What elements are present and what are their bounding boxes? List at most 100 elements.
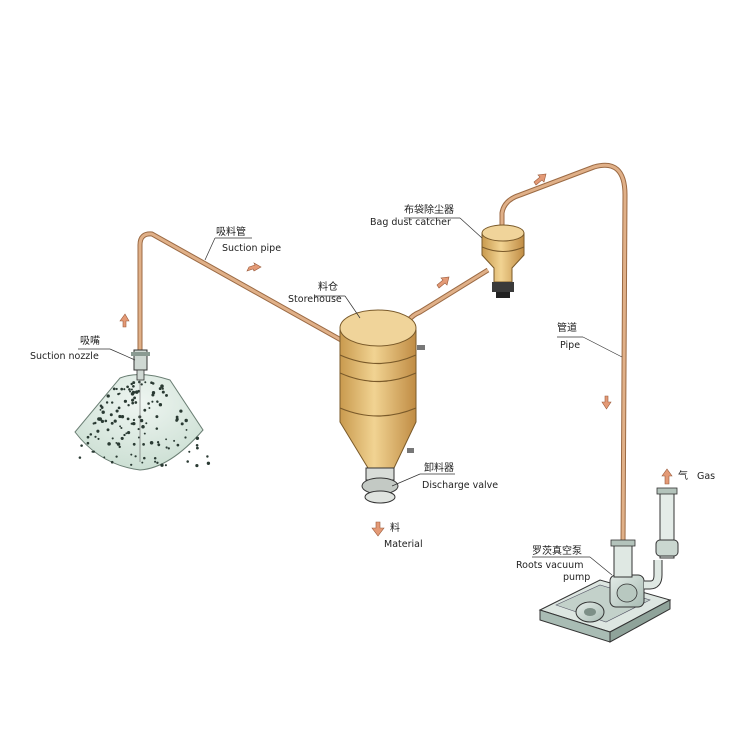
pile-speck xyxy=(188,450,191,453)
pile-speck xyxy=(160,463,164,467)
storehouse-label-cn: 料仓 xyxy=(318,280,338,293)
pile-speck xyxy=(130,453,133,456)
arrow-up-right-icon xyxy=(436,276,450,289)
pile-speck xyxy=(175,415,179,419)
pile-speck xyxy=(164,464,167,467)
pile-speck xyxy=(78,456,82,459)
pile-speck xyxy=(151,391,156,395)
pile-speck xyxy=(195,464,199,468)
pile-speck xyxy=(111,401,114,404)
pile-speck xyxy=(111,437,114,440)
pile-speck xyxy=(148,407,151,409)
pile-speck xyxy=(131,399,134,402)
pile-speck xyxy=(156,441,160,444)
roots-pump-label-cn: 罗茨真空泵 xyxy=(532,544,582,557)
discharge-valve-label-cn: 卸料器 xyxy=(424,461,454,474)
arrow-down-icon xyxy=(601,395,612,410)
suction-nozzle-label-en: Suction nozzle xyxy=(30,351,99,362)
pile-speck xyxy=(118,414,122,419)
pile-speck xyxy=(92,450,96,453)
pile-speck xyxy=(120,436,124,440)
labels: 吸嘴 Suction nozzle 吸料管 Suction pipe 料仓 St… xyxy=(30,203,715,583)
flow-arrows xyxy=(119,173,673,537)
leader-lines xyxy=(78,217,623,576)
pile-speck xyxy=(139,418,144,423)
pile-speck xyxy=(134,455,137,458)
pile-speck xyxy=(134,401,138,404)
roots-pump-label-en-2: pump xyxy=(563,572,590,583)
pile-speck xyxy=(158,403,163,407)
storehouse-vessel xyxy=(339,309,425,469)
roots-vacuum-pump xyxy=(538,487,679,643)
pile-speck xyxy=(123,388,126,391)
pile-speck xyxy=(156,400,159,403)
pile-speck xyxy=(145,422,148,425)
pile-speck xyxy=(96,429,100,433)
bag-dust-catcher-label-cn: 布袋除尘器 xyxy=(404,203,454,216)
pile-speck xyxy=(100,419,105,424)
pile-speck xyxy=(165,446,168,449)
pile-speck xyxy=(132,381,136,385)
pile-speck xyxy=(86,441,90,445)
suction-pipe-label-cn: 吸料管 xyxy=(216,225,246,238)
pile-speck xyxy=(115,455,118,458)
pile-speck xyxy=(115,409,119,413)
pile-speck xyxy=(132,422,136,426)
pile-speck xyxy=(128,388,131,391)
pile-speck xyxy=(157,443,161,447)
arrow-up-icon xyxy=(661,468,673,485)
pile-speck xyxy=(89,433,93,436)
pile-speck xyxy=(140,383,143,386)
pile-speck xyxy=(206,461,211,465)
pile-speck xyxy=(103,456,106,459)
pile-speck xyxy=(180,422,184,426)
suction-nozzle-label-cn: 吸嘴 xyxy=(80,335,100,347)
material-label-cn: 料 xyxy=(390,521,400,534)
pile-speck xyxy=(125,432,128,435)
pile-speck xyxy=(127,404,130,407)
pile-speck xyxy=(147,402,150,405)
pile-speck xyxy=(130,388,133,391)
pile-speck xyxy=(137,436,140,439)
pile-speck xyxy=(110,421,114,425)
pile-speck xyxy=(119,425,122,428)
gas-label-cn: 气 xyxy=(678,469,688,482)
suction-pipe-line xyxy=(137,231,353,358)
pile-speck xyxy=(123,433,126,437)
pile-speck xyxy=(141,461,144,464)
pile-speck xyxy=(130,422,133,425)
suction-pipe-label-en: Suction pipe xyxy=(222,243,281,254)
discharge-valve xyxy=(361,467,399,504)
pile-speck xyxy=(112,387,116,391)
arrow-down-icon xyxy=(371,521,385,537)
pile-speck xyxy=(149,441,154,445)
pile-speck xyxy=(116,442,121,446)
pile-speck xyxy=(151,400,154,403)
pile-speck xyxy=(115,387,118,391)
pile-speck xyxy=(132,384,135,388)
pile-speck xyxy=(106,428,110,432)
pile-speck xyxy=(155,427,159,430)
pipe-label-cn: 管道 xyxy=(557,321,577,334)
pile-speck xyxy=(130,463,133,466)
pile-speck xyxy=(120,387,124,391)
pile-speck xyxy=(120,426,123,430)
arrow-up-icon xyxy=(119,313,130,328)
pile-speck xyxy=(97,417,101,421)
pile-speck xyxy=(195,444,199,447)
pile-speck xyxy=(161,387,164,390)
pile-speck xyxy=(109,413,113,417)
pile-speck xyxy=(184,418,188,423)
pile-speck xyxy=(127,431,131,435)
pile-speck xyxy=(156,461,159,464)
main-pipe-line xyxy=(499,162,628,546)
discharge-valve-label-en: Discharge valve xyxy=(422,480,498,491)
pile-speck xyxy=(176,443,180,447)
arrow-right-down-icon xyxy=(246,262,262,272)
storehouse-label-en: Storehouse xyxy=(288,294,342,305)
pile-speck xyxy=(155,415,159,419)
roots-pump-label-en-1: Roots vacuum xyxy=(516,560,583,571)
pile-speck xyxy=(113,419,117,423)
pile-speck xyxy=(173,439,176,442)
